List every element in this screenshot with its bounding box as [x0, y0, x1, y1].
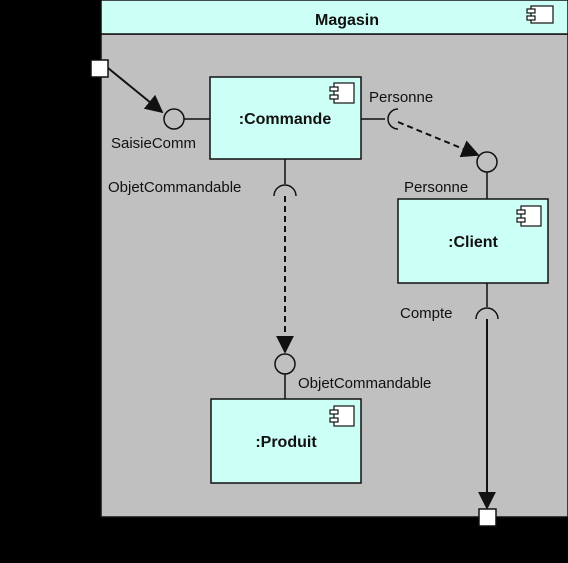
- component-icon: [516, 205, 542, 227]
- commande-component: :Commande: [209, 76, 362, 160]
- component-icon: [329, 82, 355, 104]
- dependency-commande-client: [397, 121, 480, 158]
- commande-label: :Commande: [239, 111, 332, 128]
- produit-component: :Produit: [210, 398, 362, 484]
- component-icon: [329, 405, 355, 427]
- client-personne-interface: Personne: [404, 151, 498, 199]
- output-port: [478, 508, 497, 527]
- client-component: :Client: [397, 198, 549, 284]
- client-personne-label: Personne: [404, 179, 468, 196]
- produit-label: :Produit: [255, 434, 317, 451]
- magasin-header: [100, 0, 568, 35]
- magasin-title: Magasin: [315, 12, 379, 29]
- produit-objet-label: ObjetCommandable: [298, 375, 431, 392]
- client-compte-socket: Compte: [400, 283, 499, 322]
- delegation-connector-input: [107, 67, 164, 114]
- component-icon: [526, 5, 554, 24]
- saisie-commande-interface: SaisieComm: [111, 108, 210, 152]
- commande-personne-label: Personne: [369, 89, 433, 106]
- input-port: [90, 59, 109, 78]
- saisie-commande-label: SaisieComm: [111, 135, 196, 152]
- client-label: :Client: [448, 234, 498, 251]
- commande-objet-socket: ObjetCommandable: [108, 159, 297, 197]
- produit-objet-interface: ObjetCommandable: [274, 353, 431, 399]
- commande-objet-label: ObjetCommandable: [108, 179, 241, 196]
- client-compte-label: Compte: [400, 305, 453, 322]
- commande-personne-socket: Personne: [361, 89, 433, 130]
